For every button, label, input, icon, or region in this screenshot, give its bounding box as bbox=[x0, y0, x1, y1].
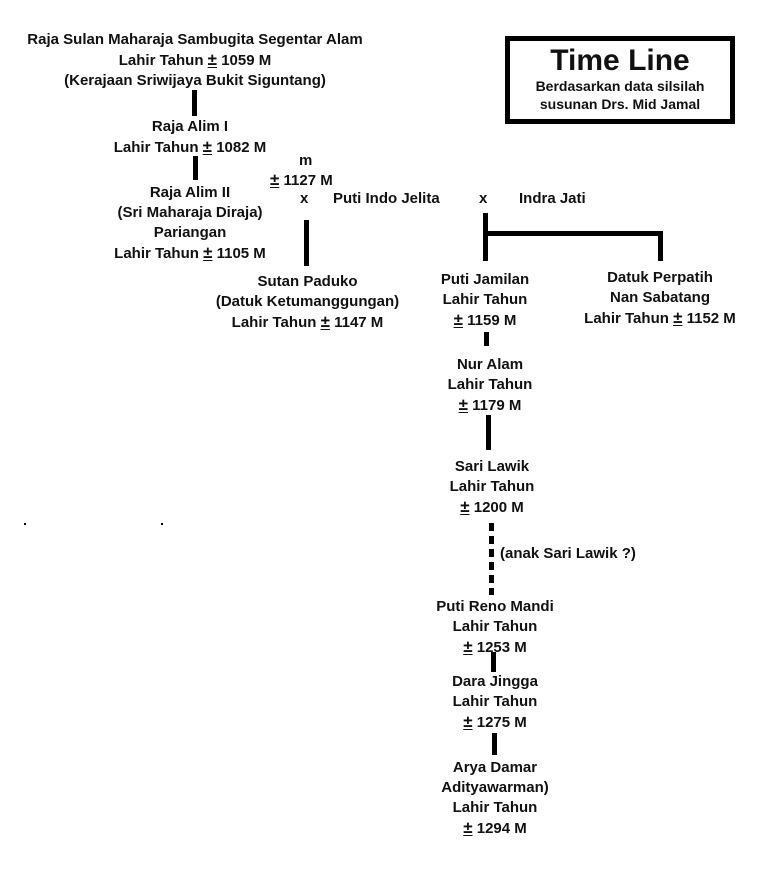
lineage-connector bbox=[192, 90, 197, 116]
person-name: Raja Sulan Maharaja Sambugita Segentar A… bbox=[27, 31, 363, 48]
plus-minus-icon: ± bbox=[463, 712, 473, 731]
birth-prefix: Lahir Tahun bbox=[449, 478, 535, 495]
node-puti-jamilan: Puti Jamilan Lahir Tahun ± 1159 M bbox=[425, 270, 545, 331]
plus-minus-icon: ± bbox=[458, 395, 468, 414]
plus-minus-icon: ± bbox=[463, 637, 473, 656]
node-sari-lawik: Sari Lawik Lahir Tahun ± 1200 M bbox=[432, 457, 552, 518]
uncertain-note: (anak Sari Lawik ?) bbox=[500, 545, 636, 562]
plus-minus-icon: ± bbox=[453, 310, 463, 329]
birth-year: 1152 M bbox=[686, 310, 736, 327]
birth-year-line: ± 1159 M bbox=[425, 310, 545, 331]
birth-prefix: Lahir Tahun bbox=[452, 693, 538, 710]
birth-prefix: Lahir Tahun bbox=[118, 52, 204, 69]
person-alias: (Datuk Ketumanggungan) bbox=[215, 293, 400, 310]
marriage-year-line: ± 1127 M bbox=[270, 170, 333, 190]
person-name: Nur Alam bbox=[456, 356, 524, 373]
node-raja-alim-1: Raja Alim I Lahir Tahun ± 1082 M bbox=[90, 117, 290, 158]
birth-year: 1200 M bbox=[473, 499, 524, 516]
birth-year-line: Lahir Tahun ± 1147 M bbox=[195, 312, 420, 333]
birth-year: 1059 M bbox=[221, 52, 272, 69]
node-puti-indo-jelita: Puti Indo Jelita bbox=[333, 190, 440, 207]
node-indra-jati: Indra Jati bbox=[519, 190, 586, 207]
lineage-connector bbox=[193, 156, 198, 180]
lineage-connector bbox=[658, 231, 663, 261]
diagram-subtitle-line2: susunan Drs. Mid Jamal bbox=[539, 96, 701, 112]
birth-year: 1147 M bbox=[334, 314, 384, 331]
node-arya-damar: Arya Damar Adityawarman) Lahir Tahun ± 1… bbox=[430, 758, 560, 839]
marriage-year: 1127 M bbox=[283, 172, 333, 189]
birth-year-line: Lahir Tahun ± 1059 M bbox=[0, 50, 390, 71]
birth-prefix: Lahir Tahun bbox=[442, 291, 528, 308]
sibling-connector bbox=[483, 231, 663, 236]
plus-minus-icon: ± bbox=[460, 497, 470, 516]
lineage-connector bbox=[486, 415, 491, 450]
birth-prefix: Lahir Tahun bbox=[452, 618, 538, 635]
stray-mark bbox=[161, 523, 163, 525]
lineage-connector bbox=[484, 332, 489, 346]
stray-mark bbox=[24, 523, 26, 525]
birth-year: 1294 M bbox=[476, 820, 527, 837]
uncertain-lineage-connector bbox=[489, 523, 494, 595]
lineage-connector bbox=[304, 220, 309, 266]
lineage-connector bbox=[492, 733, 497, 755]
node-dara-jingga: Dara Jingga Lahir Tahun ± 1275 M bbox=[435, 672, 555, 733]
plus-minus-icon: ± bbox=[463, 818, 473, 837]
birth-year-line: Lahir Tahun ± 1082 M bbox=[90, 137, 290, 158]
diagram-subtitle-line1: Berdasarkan data silsilah bbox=[535, 78, 705, 94]
person-name: Raja Alim I bbox=[151, 118, 229, 135]
birth-year-line: ± 1294 M bbox=[430, 818, 560, 839]
plus-minus-icon: ± bbox=[207, 50, 218, 69]
birth-prefix: Lahir Tahun bbox=[447, 376, 533, 393]
node-nur-alam: Nur Alam Lahir Tahun ± 1179 M bbox=[430, 355, 550, 416]
birth-prefix: Lahir Tahun bbox=[114, 245, 199, 262]
diagram-title: Time Line bbox=[550, 44, 690, 77]
birth-year: 1082 M bbox=[216, 139, 267, 156]
node-raja-sulan: Raja Sulan Maharaja Sambugita Segentar A… bbox=[0, 30, 390, 91]
node-puti-reno-mandi: Puti Reno Mandi Lahir Tahun ± 1253 M bbox=[420, 597, 570, 658]
birth-year-line: Lahir Tahun ± 1152 M bbox=[565, 308, 755, 329]
title-box: Time Line Berdasarkan data silsilah susu… bbox=[505, 36, 735, 124]
node-datuk-perpatih: Datuk Perpatih Nan Sabatang Lahir Tahun … bbox=[565, 268, 755, 329]
birth-year-line: Lahir Tahun ± 1105 M bbox=[90, 243, 290, 264]
marriage-cross-icon: x bbox=[479, 190, 488, 207]
node-sutan-paduko: Sutan Paduko (Datuk Ketumanggungan) Lahi… bbox=[195, 272, 420, 333]
kingdom-note: (Kerajaan Sriwijaya Bukit Siguntang) bbox=[64, 72, 326, 89]
plus-minus-icon: ± bbox=[320, 312, 330, 331]
birth-prefix: Lahir Tahun bbox=[231, 314, 317, 331]
node-raja-alim-2: Raja Alim II (Sri Maharaja Diraja) Paria… bbox=[90, 183, 290, 264]
birth-year: 1179 M bbox=[472, 397, 522, 414]
birth-year: 1159 M bbox=[467, 312, 517, 329]
birth-year-line: ± 1200 M bbox=[432, 497, 552, 518]
person-name: Puti Jamilan bbox=[440, 271, 530, 288]
person-name-cont: Adityawarman) bbox=[441, 779, 549, 796]
person-name-cont: Nan Sabatang bbox=[609, 289, 711, 306]
plus-minus-icon: ± bbox=[203, 243, 213, 262]
birth-year-line: ± 1253 M bbox=[420, 637, 570, 658]
person-name: Sari Lawik bbox=[454, 458, 530, 475]
person-name: Raja Alim II bbox=[149, 184, 231, 201]
person-name: Sutan Paduko bbox=[257, 273, 358, 290]
person-name: Datuk Perpatih bbox=[607, 269, 713, 286]
plus-minus-icon: ± bbox=[673, 308, 683, 327]
birth-prefix: Lahir Tahun bbox=[113, 139, 199, 156]
birth-year: 1253 M bbox=[476, 639, 527, 656]
plus-minus-icon: ± bbox=[270, 170, 280, 189]
birth-year: 1275 M bbox=[476, 714, 527, 731]
birth-year: 1105 M bbox=[216, 245, 266, 262]
person-place: Pariangan bbox=[153, 224, 227, 241]
plus-minus-icon: ± bbox=[202, 137, 213, 156]
person-name: Arya Damar bbox=[452, 759, 538, 776]
lineage-connector bbox=[483, 213, 488, 261]
birth-prefix: Lahir Tahun bbox=[584, 310, 669, 327]
marriage-cross-icon: x bbox=[300, 190, 309, 207]
birth-prefix: Lahir Tahun bbox=[452, 799, 538, 816]
person-alias: (Sri Maharaja Diraja) bbox=[117, 204, 263, 221]
lineage-connector bbox=[491, 652, 496, 672]
person-name: Dara Jingga bbox=[452, 673, 538, 690]
birth-year-line: ± 1179 M bbox=[430, 395, 550, 416]
marriage-label: m bbox=[299, 152, 313, 169]
person-name: Puti Reno Mandi bbox=[436, 598, 554, 615]
birth-year-line: ± 1275 M bbox=[435, 712, 555, 733]
